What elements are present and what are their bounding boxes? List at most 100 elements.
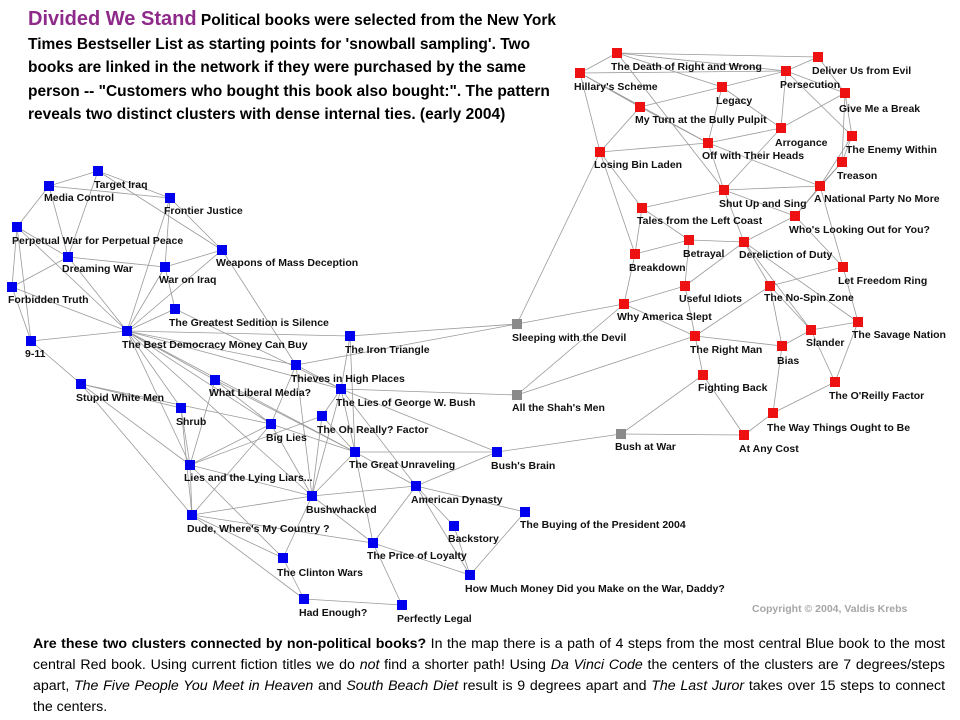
network-edge xyxy=(189,464,313,497)
node-square xyxy=(7,282,17,292)
node-label: The Best Democracy Money Can Buy xyxy=(122,339,308,351)
book-node-r16: Who's Looking Out for You? xyxy=(789,211,930,236)
network-edge xyxy=(707,86,723,144)
node-label: Useful Idiots xyxy=(679,293,742,305)
network-edge xyxy=(340,388,356,453)
node-square xyxy=(847,131,857,141)
node-label: The Great Unraveling xyxy=(349,459,455,471)
network-edge xyxy=(599,142,709,153)
network-edge xyxy=(11,256,69,288)
node-square xyxy=(637,203,647,213)
book-node-b23: American Dynasty xyxy=(411,481,503,506)
network-edge xyxy=(817,56,846,94)
node-square xyxy=(512,319,522,329)
node-label: Bias xyxy=(777,355,799,367)
network-edge xyxy=(702,374,745,436)
node-label: Treason xyxy=(837,170,877,182)
book-node-r24: The Savage Nation xyxy=(852,317,946,341)
node-square xyxy=(291,360,301,370)
footer-text: and xyxy=(313,678,347,694)
network-edge xyxy=(11,286,128,332)
book-node-r25: Slander xyxy=(806,325,845,349)
node-label: Perpetual War for Perpetual Peace xyxy=(12,235,183,247)
node-label: Bushwhacked xyxy=(306,504,377,516)
node-square xyxy=(575,68,585,78)
network-edge xyxy=(469,511,526,576)
book-node-r18: Dereliction of Duty xyxy=(739,237,833,261)
footer-emphasis: not xyxy=(359,657,380,673)
node-label: American Dynasty xyxy=(411,494,503,506)
network-edge xyxy=(634,239,690,255)
node-square xyxy=(449,521,459,531)
network-edge xyxy=(819,135,853,187)
node-label: Stupid White Men xyxy=(76,392,164,404)
node-square xyxy=(768,408,778,418)
network-edge xyxy=(516,303,625,396)
network-edge xyxy=(616,52,787,72)
node-square xyxy=(176,403,186,413)
network-edge xyxy=(126,308,176,332)
network-edge xyxy=(48,185,69,258)
network-edge xyxy=(80,383,193,516)
node-square xyxy=(619,299,629,309)
node-square xyxy=(26,336,36,346)
network-edge xyxy=(694,335,783,347)
node-square xyxy=(806,325,816,335)
node-label: The Clinton Wars xyxy=(277,567,363,579)
network-edge xyxy=(599,106,641,153)
book-node-r14: A National Party No More xyxy=(814,181,940,205)
network-edge xyxy=(623,253,636,305)
network-edge xyxy=(311,451,356,497)
node-label: Media Control xyxy=(44,192,114,204)
node-square xyxy=(63,252,73,262)
footer-text: find a shorter path! Using xyxy=(379,657,551,673)
node-square xyxy=(307,491,317,501)
book-node-b13: Thieves in High Places xyxy=(291,360,405,385)
network-edge xyxy=(623,285,686,305)
network-edge xyxy=(340,388,417,487)
network-edge xyxy=(623,303,696,337)
node-label: Off with Their Heads xyxy=(702,150,804,162)
book-node-r4: Persecution xyxy=(780,66,840,91)
node-square xyxy=(790,211,800,221)
node-square xyxy=(368,538,378,548)
node-label: Arrogance xyxy=(775,137,828,149)
network-edge xyxy=(496,433,622,453)
node-label: Tales from the Left Coast xyxy=(637,215,763,227)
node-label: Let Freedom Ring xyxy=(838,275,927,287)
network-edge xyxy=(743,241,812,331)
network-edge xyxy=(48,170,99,187)
node-square xyxy=(698,370,708,380)
network-edge xyxy=(126,330,342,390)
book-node-r8: Arrogance xyxy=(775,123,828,149)
node-square xyxy=(278,553,288,563)
book-node-r7: My Turn at the Bully Pulpit xyxy=(635,102,767,126)
node-square xyxy=(853,317,863,327)
node-label: Dreaming War xyxy=(62,263,133,275)
network-edge xyxy=(340,388,498,453)
book-node-r28: Fighting Back xyxy=(698,370,768,394)
book-node-b1: Target Iraq xyxy=(93,166,147,191)
node-square xyxy=(465,570,475,580)
network-edge xyxy=(126,330,297,366)
network-edge xyxy=(30,330,128,342)
network-edge xyxy=(785,70,853,137)
book-node-b17: Shrub xyxy=(176,403,206,428)
network-edge xyxy=(641,189,725,209)
network-edge xyxy=(785,70,846,94)
network-edge xyxy=(303,598,403,606)
node-label: Weapons of Mass Deception xyxy=(216,257,358,269)
node-label: Fighting Back xyxy=(698,382,768,394)
book-node-b26: Dude, Where's My Country ? xyxy=(187,510,330,535)
node-square xyxy=(44,181,54,191)
book-node-r29: The O'Reilly Factor xyxy=(829,377,924,402)
network-edge xyxy=(174,308,342,390)
copyright-notice: Copyright © 2004, Valdis Krebs xyxy=(752,603,908,615)
network-edge xyxy=(684,239,690,287)
node-square xyxy=(299,594,309,604)
network-edge xyxy=(785,56,819,72)
book-node-r22: Useful Idiots xyxy=(679,281,742,305)
network-edge xyxy=(769,266,844,287)
book-node-b10: 9-11 xyxy=(25,336,46,360)
network-edge xyxy=(214,379,356,453)
